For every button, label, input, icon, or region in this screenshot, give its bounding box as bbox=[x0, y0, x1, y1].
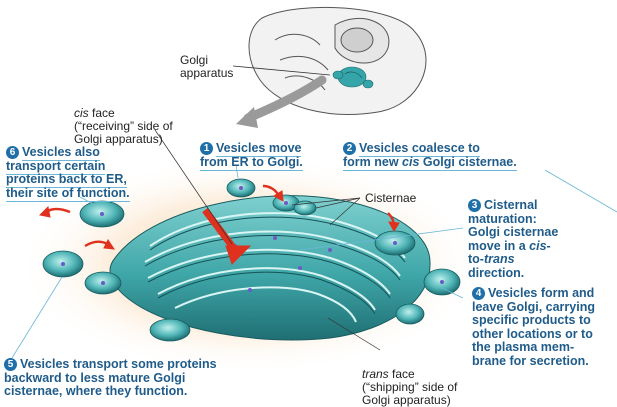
label-cis-face-text: face (“receiving” side of Golgi apparatu… bbox=[74, 106, 173, 146]
golgi-diagram: Golgi apparatus cis face (“receiving” si… bbox=[0, 0, 617, 396]
label-trans-face: trans face (“shipping” side of Golgi app… bbox=[362, 355, 457, 407]
step-3-badge: 3 bbox=[468, 199, 481, 212]
step-5-text: Vesicles transport some proteins backwar… bbox=[4, 357, 217, 398]
step-1-text: Vesicles move from ER to Golgi. bbox=[200, 141, 303, 171]
step-2-text-b: Golgi cisternae. bbox=[419, 155, 516, 169]
step-3-text-c: direction. bbox=[468, 266, 524, 280]
step-3-text-em: cis bbox=[529, 239, 546, 253]
step-6-badge: 6 bbox=[6, 146, 19, 159]
label-cisternae: Cisternae bbox=[365, 192, 416, 205]
step-5-badge: 5 bbox=[4, 358, 17, 371]
step-3-text: Cisternal maturation: Golgi cisternae mo… bbox=[468, 198, 558, 280]
label-cis-face: cis face (“receiving” side of Golgi appa… bbox=[74, 94, 173, 146]
label-cis-face-em: cis bbox=[74, 106, 89, 120]
label-golgi-apparatus: Golgi apparatus bbox=[180, 54, 233, 80]
label-trans-face-em: trans bbox=[362, 367, 389, 381]
step-6-text: Vesicles also transport certain proteins… bbox=[6, 145, 130, 202]
step-2-text: Vesicles coalesce to form new cis Golgi … bbox=[343, 141, 517, 171]
step-2-badge: 2 bbox=[343, 142, 356, 155]
step-3-text-em2: trans bbox=[484, 252, 515, 266]
cell-sketch bbox=[249, 7, 426, 114]
step-4-badge: 4 bbox=[472, 287, 485, 300]
step-1-badge: 1 bbox=[200, 142, 213, 155]
step-4-text: Vesicles form and leave Golgi, carrying … bbox=[472, 286, 595, 368]
step-2-text-em: cis bbox=[402, 155, 419, 169]
